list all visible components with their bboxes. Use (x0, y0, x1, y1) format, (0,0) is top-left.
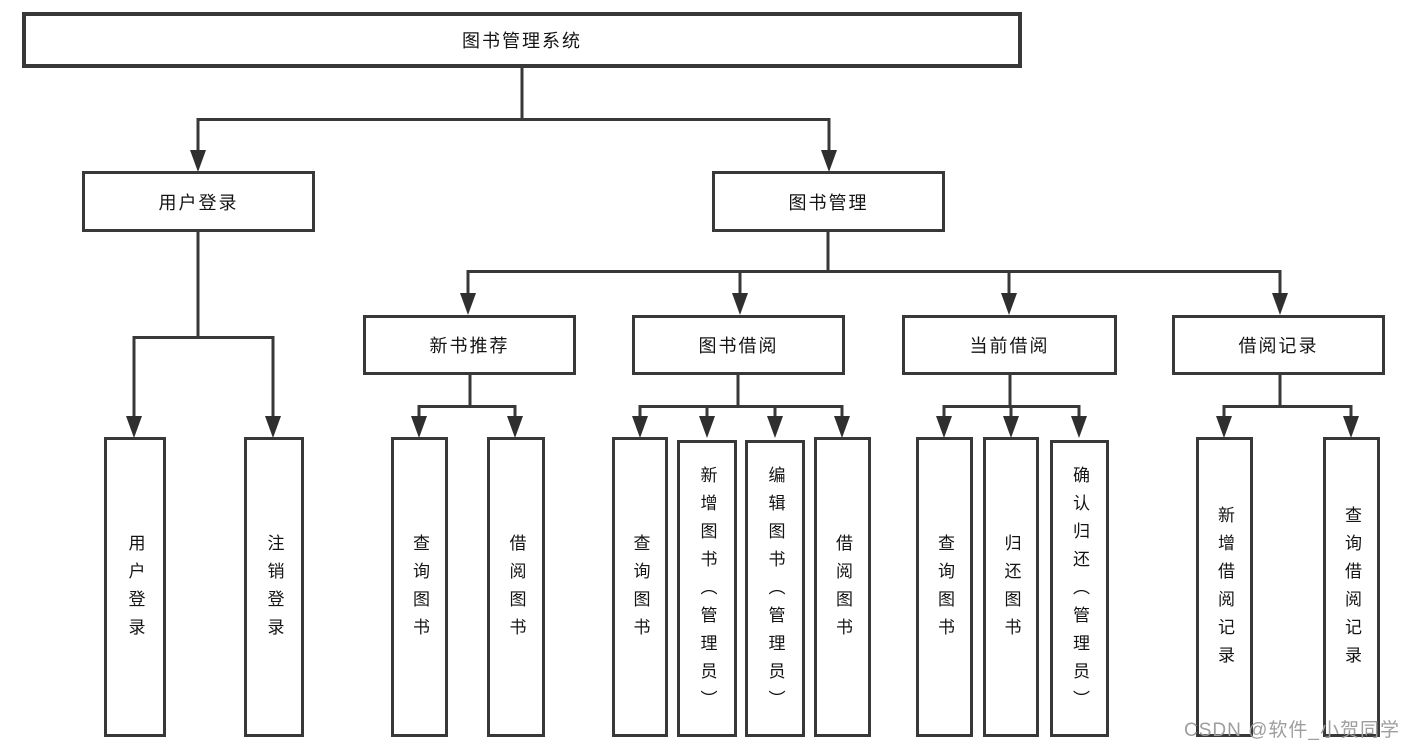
leaf-edit-book-admin: 编辑图书（管理员） (745, 440, 805, 737)
node-book-borrow: 图书借阅 (632, 315, 845, 375)
leaf-add-borrow-record: 新增借阅记录 (1196, 437, 1253, 737)
leaf-user-login: 用户登录 (104, 437, 166, 737)
leaf-current-query-books: 查询图书 (916, 437, 973, 737)
node-book-management: 图书管理 (712, 171, 945, 232)
leaf-add-book-admin: 新增图书（管理员） (677, 440, 737, 737)
leaf-query-borrow-record: 查询借阅记录 (1323, 437, 1380, 737)
node-root-system: 图书管理系统 (22, 12, 1022, 68)
leaf-borrow-borrow-books: 借阅图书 (814, 437, 871, 737)
leaf-borrow-query-books: 查询图书 (612, 437, 668, 737)
leaf-logout: 注销登录 (244, 437, 304, 737)
node-new-book-recommend: 新书推荐 (363, 315, 576, 375)
watermark: CSDN @软件_小贺同学 (1184, 720, 1400, 741)
node-user-login: 用户登录 (82, 171, 315, 232)
leaf-return-books: 归还图书 (983, 437, 1039, 737)
leaf-recommend-borrow-books: 借阅图书 (487, 437, 545, 737)
node-borrow-records: 借阅记录 (1172, 315, 1385, 375)
leaf-recommend-query-books: 查询图书 (391, 437, 448, 737)
leaf-confirm-return-admin: 确认归还（管理员） (1050, 440, 1109, 737)
node-current-borrow: 当前借阅 (902, 315, 1117, 375)
